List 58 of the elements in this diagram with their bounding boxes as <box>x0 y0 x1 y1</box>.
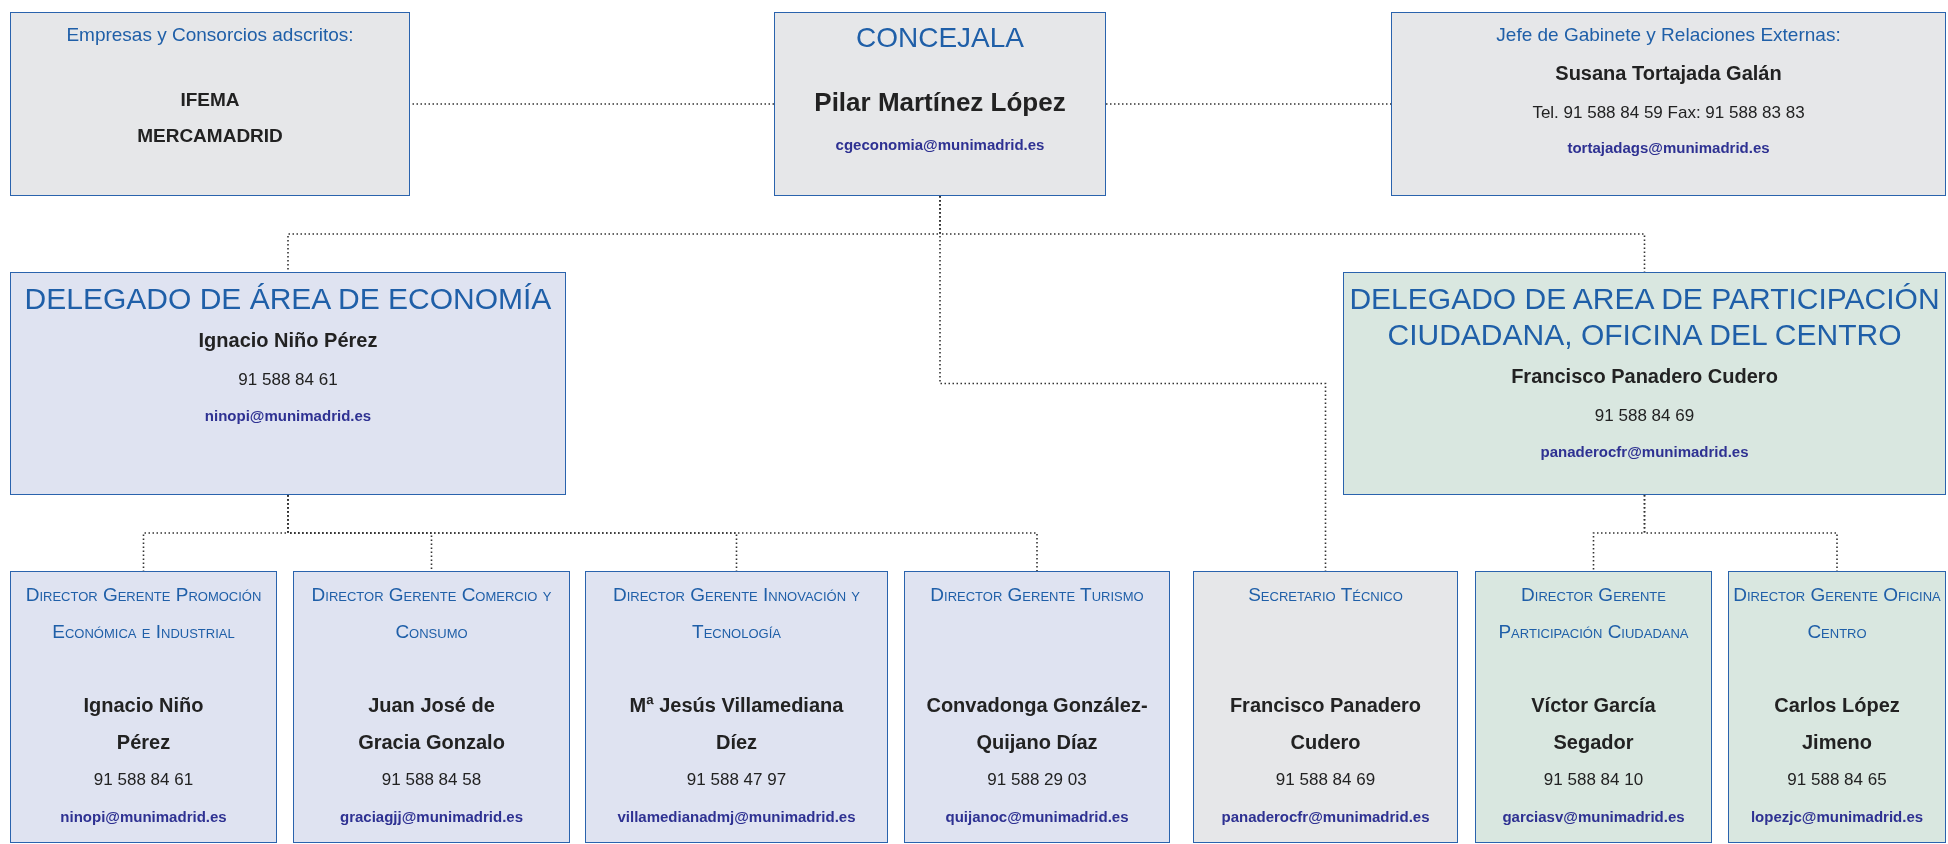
person-name: Víctor García Segador <box>1530 693 1657 755</box>
role-title: DELEGADO DE ÁREA DE ECONOMÍA <box>23 281 553 317</box>
email-link: garciasv@munimadrid.es <box>1501 807 1686 827</box>
email-link: quijanoc@munimadrid.es <box>944 807 1130 827</box>
phone-number: 91 588 84 69 <box>1593 405 1696 427</box>
role-title: Director Gerente Innovación y Tecnología <box>611 583 861 644</box>
person-name: Carlos López Jimeno <box>1773 693 1901 755</box>
email-link: ninopi@munimadrid.es <box>203 405 373 426</box>
person-name: Pilar Martínez López <box>813 86 1067 119</box>
phone-number: Tel. 91 588 84 59 Fax: 91 588 83 83 <box>1531 101 1806 124</box>
org-box <box>774 12 1106 196</box>
person-name: Juan José de Gracia Gonzalo <box>357 693 506 755</box>
person-name: Mª Jesús Villamediana Díez <box>628 693 845 755</box>
org-box <box>293 571 570 843</box>
phone-number: 91 588 29 03 <box>986 769 1088 791</box>
role-title: Director Gerente Turismo <box>929 583 1145 607</box>
phone-number: 91 588 84 69 <box>1274 769 1377 791</box>
phone-number: 91 588 84 58 <box>380 769 483 791</box>
email-link: panaderocfr@munimadrid.es <box>1220 807 1431 827</box>
org-box <box>10 12 410 196</box>
org-box <box>10 272 566 495</box>
email-link: panaderocfr@munimadrid.es <box>1539 441 1750 462</box>
heading: Empresas y Consorcios adscritos: <box>65 23 355 47</box>
org-box <box>904 571 1170 843</box>
email-link: tortajadags@munimadrid.es <box>1566 138 1771 158</box>
org-box <box>1728 571 1946 843</box>
org-box <box>1391 12 1946 196</box>
email-link: graciagjj@munimadrid.es <box>339 807 524 827</box>
role-title: Director Gerente Promoción Económica e Industrial <box>24 583 263 644</box>
entity-name: MERCAMADRID <box>136 123 284 148</box>
person-name: Francisco Panadero Cudero <box>1510 364 1779 389</box>
org-box <box>1193 571 1458 843</box>
phone-number: 91 588 84 10 <box>1542 769 1645 791</box>
email-link: villamedianadmj@munimadrid.es <box>616 807 857 827</box>
role-title: Secretario Técnico <box>1247 583 1404 607</box>
role-title: DELEGADO DE AREA DE PARTICIPACIÓN CIUDADANA, OFICINA DEL CENTRO <box>1348 281 1941 353</box>
phone-number: 91 588 84 61 <box>237 369 339 391</box>
org-box <box>10 571 277 843</box>
person-name: Ignacio Niño Pérez <box>82 693 205 755</box>
email-link: ninopi@munimadrid.es <box>59 807 228 827</box>
org-box <box>585 571 888 843</box>
phone-number: 91 588 84 61 <box>92 769 195 791</box>
org-box <box>1343 272 1946 495</box>
phone-number: 91 588 47 97 <box>685 769 788 791</box>
phone-number: 91 588 84 65 <box>1786 769 1888 791</box>
email-link: cgeconomia@munimadrid.es <box>834 135 1046 155</box>
person-name: Francisco Panadero Cudero <box>1228 693 1423 755</box>
person-name: Susana Tortajada Galán <box>1554 60 1783 86</box>
role-title: Director Gerente Comercio y Consumo <box>310 583 553 644</box>
role-title: Director Gerente Participación Ciudadana <box>1497 583 1690 644</box>
email-link: lopezjc@munimadrid.es <box>1749 807 1925 827</box>
role-title: CONCEJALA <box>854 21 1025 55</box>
role-title: Director Gerente Oficina Centro <box>1732 583 1942 644</box>
entity-name: IFEMA <box>179 87 241 112</box>
person-name: Ignacio Niño Pérez <box>197 328 379 353</box>
role-title: Jefe de Gabinete y Relaciones Externas: <box>1495 23 1842 47</box>
person-name: Convadonga González-Quijano Díaz <box>925 693 1149 755</box>
org-box <box>1475 571 1712 843</box>
